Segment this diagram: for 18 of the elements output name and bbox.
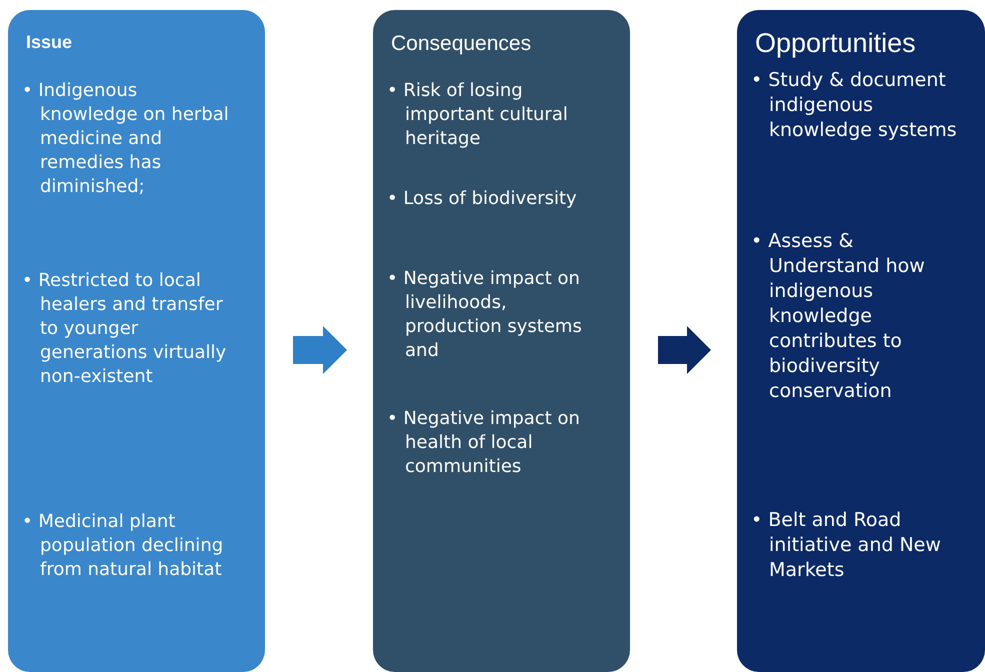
panel-heading: Consequences <box>391 32 532 56</box>
bullet-item: • Study & document indigenous knowledge systems <box>751 68 958 143</box>
bullet-item: • Medicinal plant population declining from natural habitat <box>22 510 224 582</box>
bullet-item: • Assess & Understand how indigenous knowledge contributes to biodiversity conservation <box>751 229 926 404</box>
bullet-item: • Risk of losing important cultural heritage <box>387 79 569 151</box>
panel-heading: Opportunities <box>755 28 916 59</box>
column-panel <box>373 10 630 672</box>
bullet-item: • Loss of biodiversity <box>387 187 578 211</box>
bullet-item: • Indigenous knowledge on herbal medicine and remedies has diminished; <box>22 79 230 199</box>
column-panel <box>8 10 265 672</box>
panel-heading: Issue <box>26 32 72 53</box>
bullet-item: • Negative impact on health of local communities <box>387 407 581 479</box>
bullet-item: • Restricted to local healers and transfer to younger generations virtually non-existent <box>22 269 228 389</box>
block-arrow <box>293 326 347 374</box>
bullet-item: • Negative impact on livelihoods, production systems and <box>387 267 583 363</box>
bullet-item: • Belt and Road initiative and New Markets <box>751 508 942 583</box>
block-arrow <box>658 326 711 374</box>
column-panel <box>737 10 985 672</box>
